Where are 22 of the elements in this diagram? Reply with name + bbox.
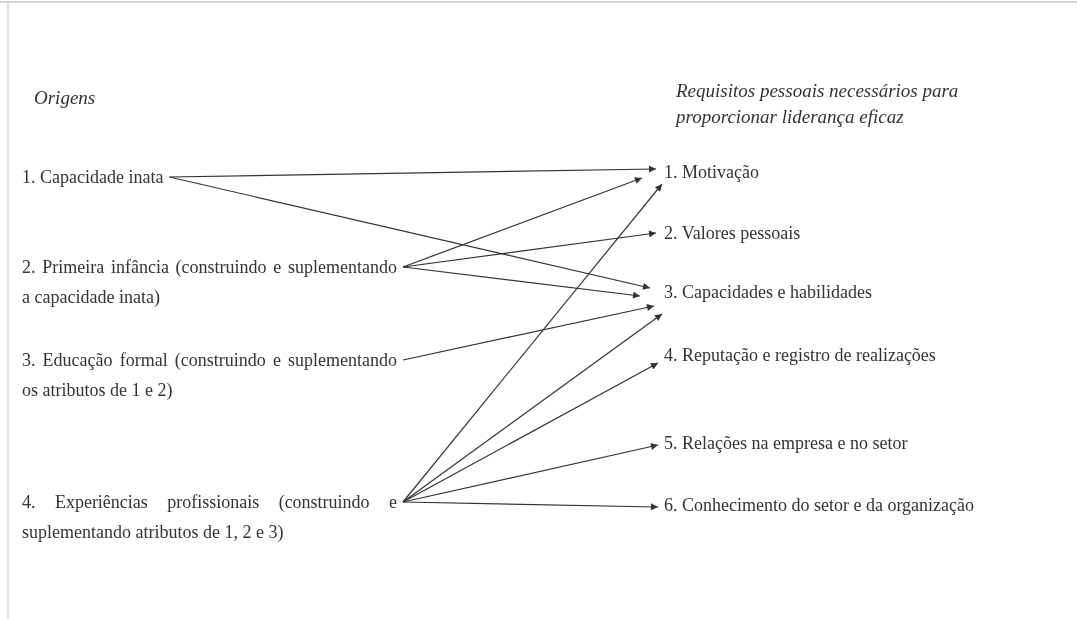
list-item-text: 3. Educação formal (construindo e suplementando os atributos de 1 e 2) [22, 349, 397, 402]
arrow [402, 177, 643, 268]
list-item-text: 6. Conhecimento do setor e da organização [664, 494, 976, 517]
list-item-text: 1. Capacidade inata [22, 166, 164, 189]
arrow [168, 165, 657, 178]
arrow [402, 501, 659, 511]
arrow [402, 266, 641, 299]
list-item-text: 2. Valores pessoais [664, 222, 802, 245]
list-item-text: 3. Capacidades e habilidades [664, 281, 873, 304]
list-item-text: 2. Primeira infância (construindo e suplementando a capacidade inata) [22, 256, 397, 309]
arrow [402, 304, 655, 361]
arrow [168, 176, 651, 290]
column-heading: Requisitos pessoais necessários para proporcionar liderança eficaz [676, 79, 960, 129]
arrow [402, 362, 659, 503]
list-item-text: 4. Reputação e registro de realizações [664, 344, 937, 367]
arrow [402, 183, 663, 503]
list-item-text: 5. Relações na empresa e no setor [664, 432, 909, 455]
list-item-text: 1. Motivação [664, 161, 760, 184]
arrow [402, 230, 657, 268]
column-heading: Origens [34, 86, 97, 110]
arrow [402, 313, 663, 503]
list-item-text: 4. Experiências profissionais (construindo e suplementando atributos de 1, 2 e 3) [22, 491, 397, 544]
